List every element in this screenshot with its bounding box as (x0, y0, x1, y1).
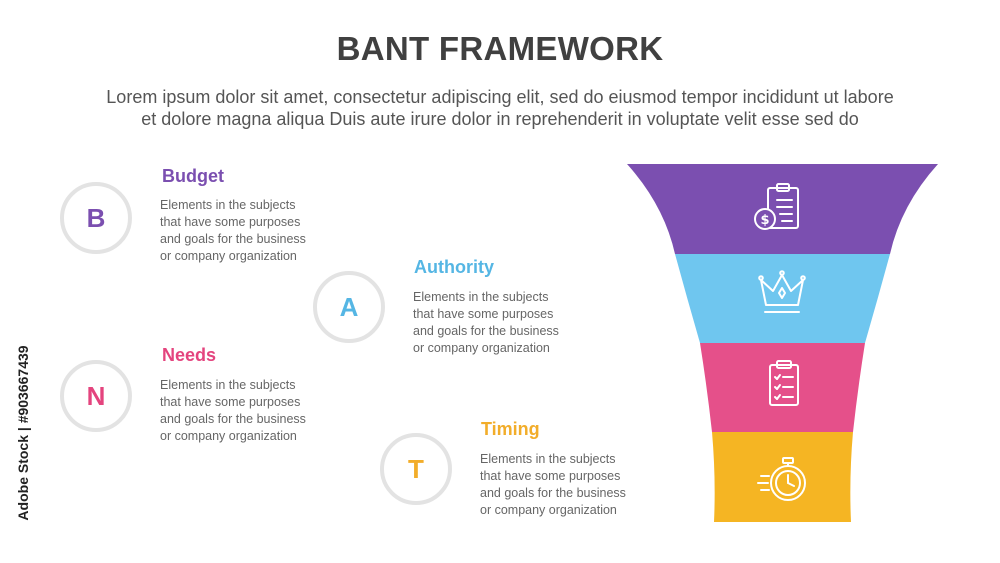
letter-b: B (86, 202, 106, 233)
desc-line: Elements in the subjects (160, 378, 296, 392)
heading-needs: Needs (162, 345, 217, 365)
heading-authority: Authority (414, 257, 494, 277)
stopwatch-icon (757, 457, 806, 501)
desc-line: or company organization (480, 503, 617, 517)
desc-line: and goals for the business (480, 486, 626, 500)
watermark-text: Adobe Stock | #903667439 (15, 345, 31, 521)
desc-authority: Elements in the subjects that have some … (413, 289, 588, 357)
desc-line: or company organization (160, 249, 297, 263)
letter-n: N (86, 380, 106, 411)
letter-a: A (339, 291, 359, 322)
desc-line: or company organization (413, 341, 550, 355)
crown-icon (758, 270, 806, 313)
svg-text:$: $ (760, 213, 769, 228)
funnel-diagram: $ (627, 164, 938, 522)
desc-line: and goals for the business (160, 232, 306, 246)
desc-needs: Elements in the subjects that have some … (160, 377, 335, 445)
stock-watermark: Adobe Stock | #903667439 (8, 318, 38, 548)
funnel-segment-budget (627, 164, 938, 254)
heading-budget: Budget (162, 166, 224, 186)
circle-n: N (60, 360, 132, 432)
letter-t: T (408, 453, 424, 484)
desc-line: that have some purposes (160, 215, 301, 229)
desc-budget: Elements in the subjects that have some … (160, 197, 335, 265)
subtitle: Lorem ipsum dolor sit amet, consectetur … (40, 86, 960, 130)
heading-timing: Timing (481, 419, 540, 439)
circle-a: A (313, 271, 385, 343)
desc-line: and goals for the business (413, 324, 559, 338)
desc-line: Elements in the subjects (480, 452, 616, 466)
desc-line: that have some purposes (413, 307, 554, 321)
subtitle-line-2: et dolore magna aliqua Duis aute irure d… (141, 109, 859, 129)
subtitle-line-1: Lorem ipsum dolor sit amet, consectetur … (106, 87, 894, 107)
desc-line: Elements in the subjects (160, 198, 296, 212)
desc-line: and goals for the business (160, 412, 306, 426)
page-title: BANT FRAMEWORK (336, 30, 664, 67)
circle-b: B (60, 182, 132, 254)
funnel-segment-timing (712, 432, 853, 522)
clipboard-checklist-icon (769, 360, 799, 406)
desc-line: or company organization (160, 429, 297, 443)
desc-line: that have some purposes (480, 469, 621, 483)
desc-timing: Elements in the subjects that have some … (480, 451, 655, 519)
desc-line: Elements in the subjects (413, 290, 549, 304)
circle-t: T (380, 433, 452, 505)
budget-icon: $ (754, 183, 799, 230)
desc-line: that have some purposes (160, 395, 301, 409)
